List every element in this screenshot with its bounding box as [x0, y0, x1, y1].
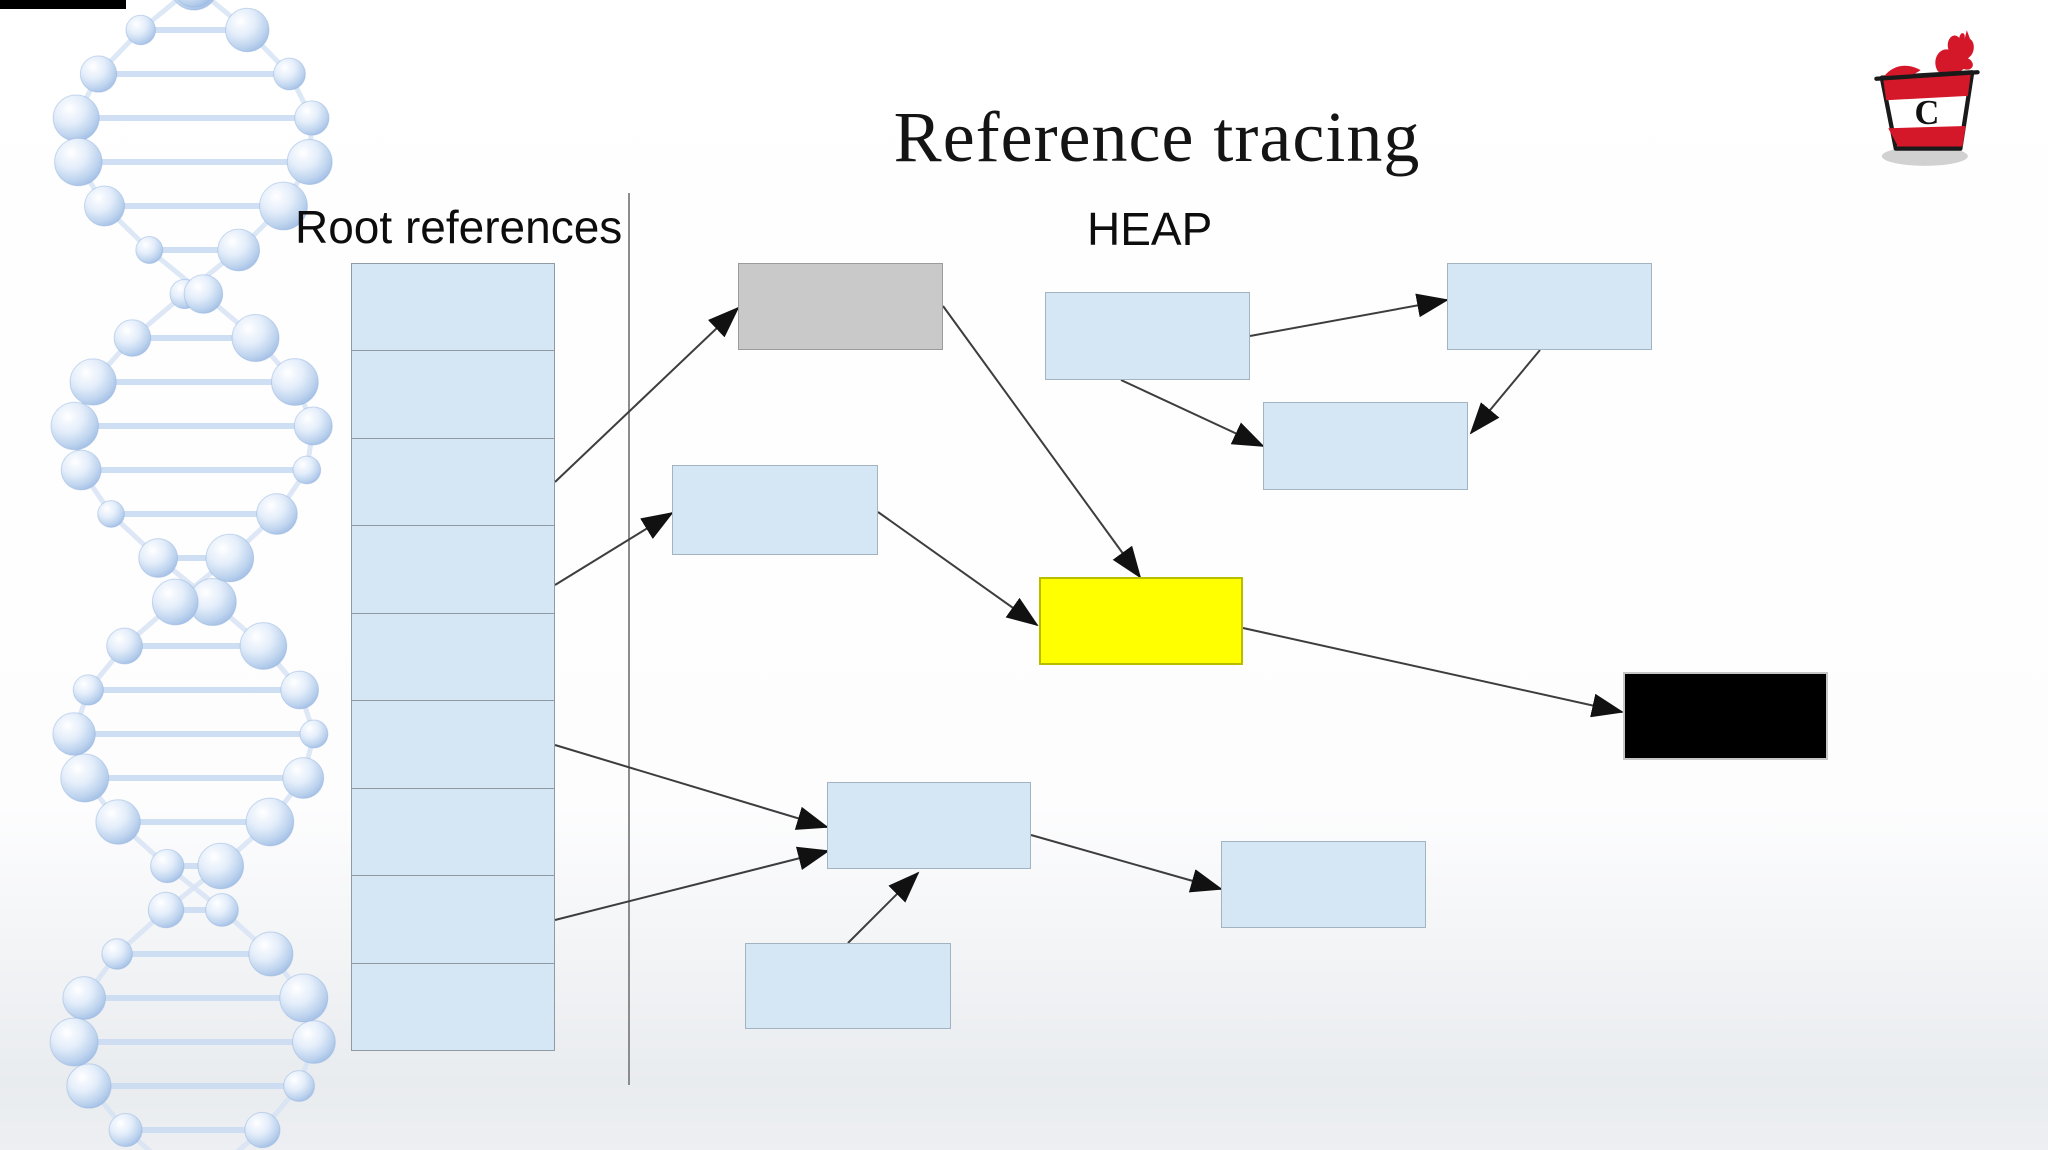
reference-arrow — [847, 871, 920, 944]
root-stack-cell — [352, 789, 554, 877]
slide-title: Reference tracing — [893, 97, 1421, 177]
reference-arrow — [554, 744, 829, 830]
heap-box-c — [1263, 402, 1468, 490]
heap-box-d — [672, 465, 878, 555]
logo-rim-line — [1874, 70, 1980, 81]
heap-box-black — [1623, 672, 1828, 760]
root-references-stack — [351, 263, 555, 1051]
root-references-label: Root references — [295, 201, 623, 253]
logo-letter: C — [1915, 94, 1940, 132]
reference-arrow — [1249, 293, 1449, 337]
logo-shadow — [1881, 146, 1968, 166]
heap-box-a — [1045, 292, 1250, 380]
heap-box-f — [1221, 841, 1426, 928]
logo-bottom-band — [1888, 126, 1966, 147]
heap-box-g — [745, 943, 951, 1029]
root-stack-cell — [352, 526, 554, 614]
root-stack-cell — [352, 439, 554, 527]
reference-arrow — [554, 511, 674, 586]
dna-helix-decoration — [49, 0, 336, 1150]
reference-arrow — [877, 511, 1039, 627]
heap-label: HEAP — [1087, 203, 1213, 255]
reference-arrow — [1030, 834, 1223, 893]
reference-arrow — [1120, 379, 1265, 447]
reference-arrow — [554, 846, 830, 921]
logo-rooster-icon — [1935, 30, 1974, 75]
root-stack-cell — [352, 264, 554, 352]
reference-arrow — [1242, 627, 1624, 718]
root-stack-cell — [352, 351, 554, 439]
root-stack-cell — [352, 701, 554, 789]
root-stack-cell — [352, 614, 554, 702]
heap-box-e — [827, 782, 1031, 869]
top-left-black-strip — [0, 0, 126, 9]
heap-box-b — [1447, 263, 1652, 350]
reference-arrow — [554, 306, 740, 483]
root-stack-cell — [352, 964, 554, 1050]
root-stack-cell — [352, 876, 554, 964]
reference-arrow — [1469, 349, 1541, 435]
heap-box-gray — [738, 263, 943, 350]
channel-logo-icon: C — [1874, 30, 1980, 166]
heap-box-yellow — [1039, 577, 1243, 665]
